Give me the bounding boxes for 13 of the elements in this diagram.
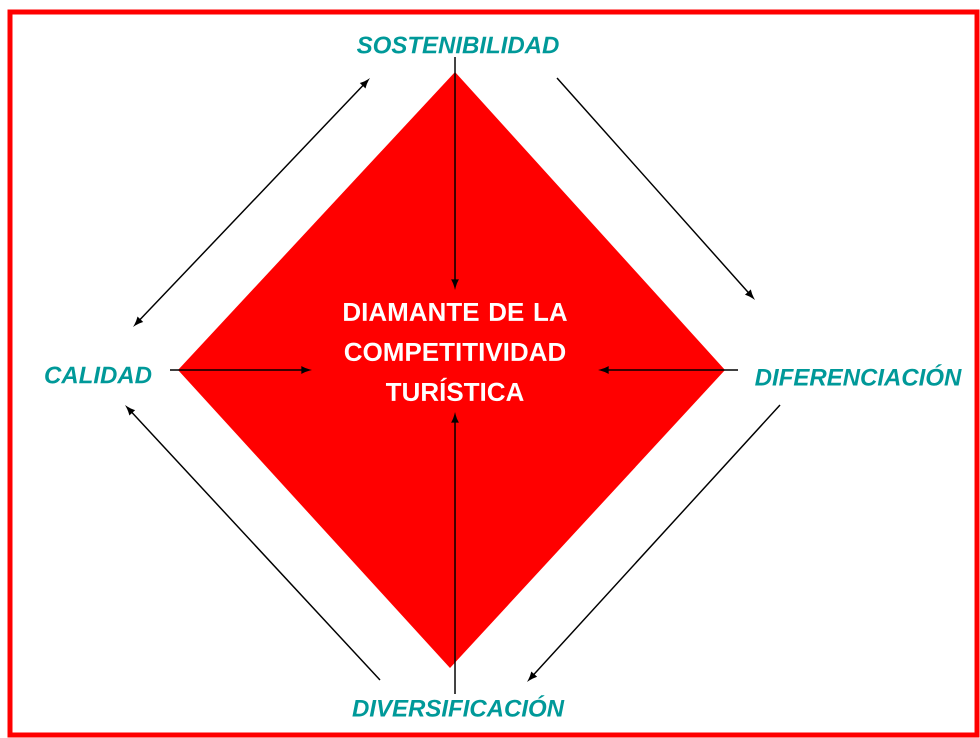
arrow bbox=[452, 414, 458, 694]
arrow bbox=[600, 366, 738, 374]
arrow bbox=[126, 406, 381, 680]
factor-label: SOSTENIBILIDAD bbox=[356, 36, 559, 54]
arrow bbox=[452, 57, 458, 288]
arrow bbox=[528, 404, 781, 680]
factor-label: DIFERENCIACIÓN bbox=[755, 364, 962, 386]
arrow bbox=[134, 79, 369, 326]
arrow bbox=[170, 366, 310, 374]
factor-label: DIVERSIFICACIÓN bbox=[352, 695, 564, 717]
diamond-title: DIAMANTE DE LA COMPETITIVIDAD TURÍSTICA bbox=[344, 302, 567, 402]
factor-label: CALIDAD bbox=[45, 366, 152, 384]
arrow bbox=[556, 78, 754, 298]
